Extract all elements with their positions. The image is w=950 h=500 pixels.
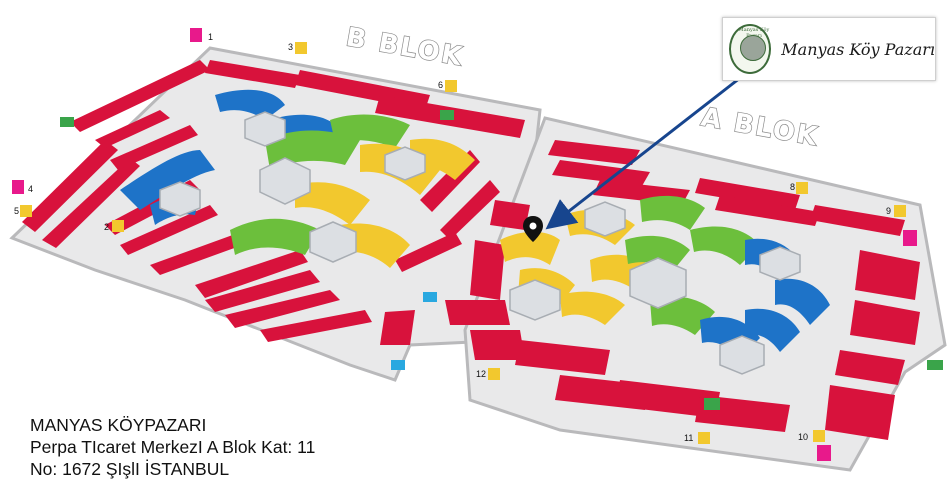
restroom-icon bbox=[817, 445, 831, 461]
b-blok-label: B BLOK bbox=[344, 22, 466, 72]
svg-text:10: 10 bbox=[798, 432, 808, 442]
store-callout[interactable]: Manyas Köy Pazarı Manyas Köy Pazarı bbox=[722, 17, 936, 81]
entrance-2: 2 bbox=[104, 220, 124, 232]
svg-text:2: 2 bbox=[104, 222, 109, 232]
svg-text:3: 3 bbox=[288, 42, 293, 52]
exit-icon bbox=[60, 117, 74, 127]
map-pin-icon[interactable] bbox=[523, 216, 543, 242]
entrance-12: 12 bbox=[476, 368, 500, 380]
elevator-icon bbox=[423, 292, 437, 302]
restroom-icon bbox=[903, 230, 917, 246]
svg-text:1: 1 bbox=[208, 32, 213, 42]
exit-icon bbox=[927, 360, 943, 370]
b-blok-fountains bbox=[159, 111, 426, 263]
entrance-1: 1 bbox=[190, 28, 213, 42]
facility-icons bbox=[60, 110, 943, 461]
address-line: Perpa TIcaret MerkezI A Blok Kat: 11 bbox=[30, 437, 316, 457]
address-block: MANYAS KÖYPAZARI Perpa TIcaret MerkezI A… bbox=[30, 414, 315, 480]
entrance-8: 8 bbox=[790, 182, 808, 194]
a-blok-green-shops bbox=[625, 195, 760, 335]
exit-icon bbox=[440, 110, 454, 120]
entrance-4: 4 bbox=[12, 180, 33, 194]
store-name: Manyas Köy Pazarı bbox=[781, 39, 935, 59]
svg-text:6: 6 bbox=[438, 80, 443, 90]
a-blok-label: A BLOK bbox=[699, 102, 821, 152]
svg-text:4: 4 bbox=[28, 184, 33, 194]
svg-text:8: 8 bbox=[790, 182, 795, 192]
svg-text:11: 11 bbox=[684, 433, 693, 443]
store-title: MANYAS KÖYPAZARI bbox=[30, 415, 207, 435]
a-blok-fountains bbox=[509, 201, 801, 375]
svg-text:5: 5 bbox=[14, 206, 19, 216]
address-line-city: No: 1672 ŞIşlI İSTANBUL bbox=[30, 459, 230, 479]
entrance-6: 6 bbox=[438, 80, 457, 92]
entrance-5: 5 bbox=[14, 205, 32, 217]
entrance-markers: 1 2 3 4 5 6 8 9 10 11 12 bbox=[12, 28, 906, 444]
callout-arrow bbox=[545, 76, 741, 230]
exit-icon bbox=[704, 398, 720, 410]
entrance-11: 11 bbox=[684, 432, 710, 444]
entrance-9: 9 bbox=[886, 205, 906, 217]
elevator-icon bbox=[391, 360, 405, 370]
svg-text:9: 9 bbox=[886, 206, 891, 216]
store-logo-seal: Manyas Köy Pazarı bbox=[729, 24, 772, 74]
portrait-icon bbox=[740, 35, 766, 61]
entrance-10: 10 bbox=[798, 430, 825, 442]
svg-text:12: 12 bbox=[476, 369, 486, 379]
entrance-3: 3 bbox=[288, 42, 307, 54]
